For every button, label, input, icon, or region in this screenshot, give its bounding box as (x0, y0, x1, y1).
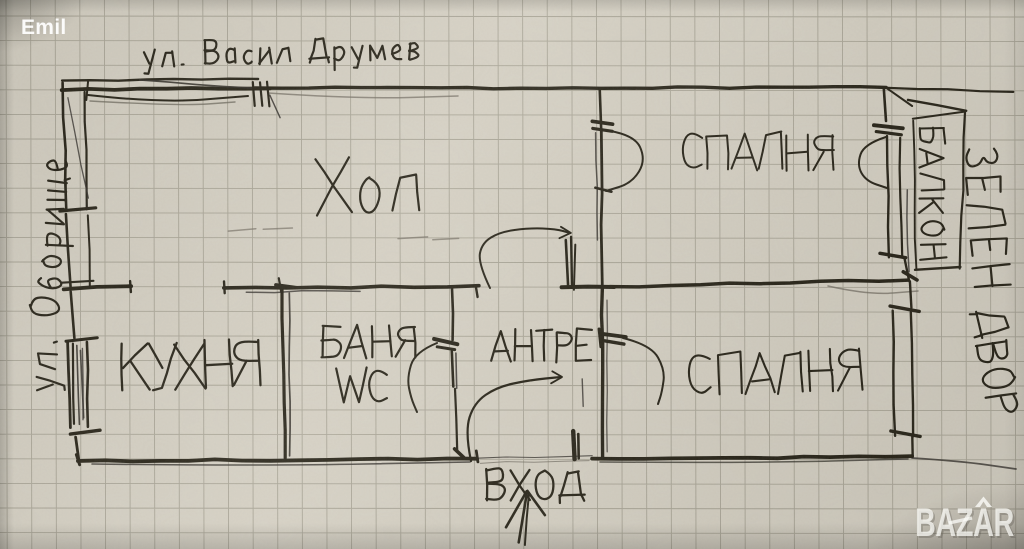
svg-text:BAZAR: BAZAR (915, 500, 1014, 545)
svg-text:BAZAR: BAZAR (917, 502, 1016, 546)
